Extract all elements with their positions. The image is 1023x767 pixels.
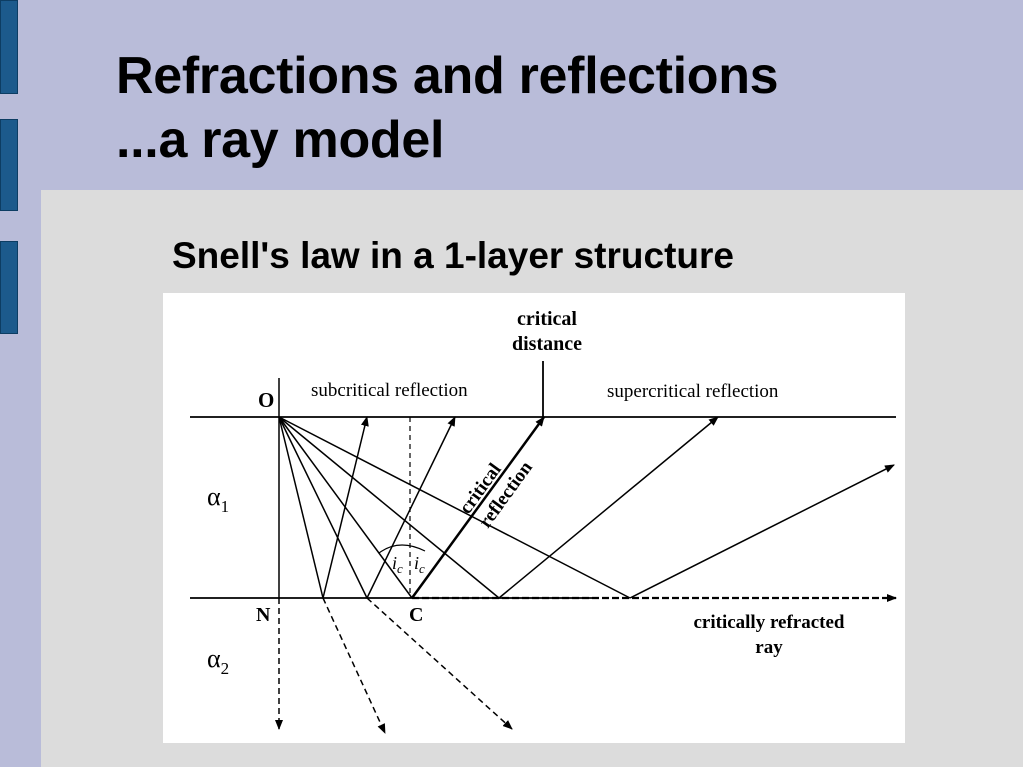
ray-diagram: critical distance subcritical reflection… <box>163 293 905 743</box>
label-critically-refracted-line1: critically refracted <box>693 612 844 633</box>
refracted-ray-1 <box>322 597 386 734</box>
label-critical-distance-line2: distance <box>512 333 582 355</box>
angle-c-right: c <box>419 561 425 576</box>
label-point-C: C <box>409 604 423 626</box>
slide-title-line-2: ...a ray model <box>116 111 445 169</box>
label-point-O: O <box>258 388 274 412</box>
critical-angle-arc <box>378 544 426 554</box>
reflected-ray-2 <box>366 416 456 599</box>
incident-ray-1 <box>278 416 324 599</box>
label-angle-ic-left: ic <box>392 553 403 576</box>
alpha-symbol-2: α <box>207 644 221 673</box>
alpha-symbol-1: α <box>207 482 221 511</box>
side-decoration-bar-top <box>0 0 18 94</box>
reflected-ray-3 <box>498 416 719 599</box>
label-critical-reflection: critical reflection <box>455 457 537 532</box>
alpha-subscript-1: 1 <box>221 497 230 516</box>
reflected-ray-1 <box>322 416 369 599</box>
side-decoration-bar-bottom <box>0 241 18 334</box>
label-critically-refracted-line2: ray <box>755 637 783 658</box>
critical-reflection-ray <box>410 416 546 599</box>
label-angle-ic-right: ic <box>414 553 425 576</box>
ray-diagram-svg: critical distance subcritical reflection… <box>190 308 897 734</box>
incident-ray-4 <box>278 416 631 599</box>
label-supercritical-reflection: supercritical reflection <box>607 381 779 402</box>
label-alpha-1: α1 <box>207 482 229 516</box>
angle-i-right: i <box>414 553 419 573</box>
label-alpha-2: α2 <box>207 644 229 678</box>
refracted-ray-2 <box>366 597 513 730</box>
slide-subtitle: Snell's law in a 1-layer structure <box>172 235 734 276</box>
content-panel: Snell's law in a 1-layer structure <box>41 190 1023 767</box>
side-decoration-bar-middle <box>0 119 18 211</box>
label-subcritical-reflection: subcritical reflection <box>311 380 468 401</box>
angle-i-left: i <box>392 553 397 573</box>
incident-ray-2 <box>278 416 368 599</box>
angle-c-left: c <box>397 561 403 576</box>
label-critical-distance-line1: critical <box>517 308 577 330</box>
reflected-ray-4 <box>629 464 895 599</box>
incident-ray-3 <box>278 416 500 599</box>
label-point-N: N <box>256 604 271 626</box>
alpha-subscript-2: 2 <box>221 659 230 678</box>
slide-title: Refractions and reflections ...a ray mod… <box>116 44 779 172</box>
slide-title-line-1: Refractions and reflections <box>116 47 779 105</box>
